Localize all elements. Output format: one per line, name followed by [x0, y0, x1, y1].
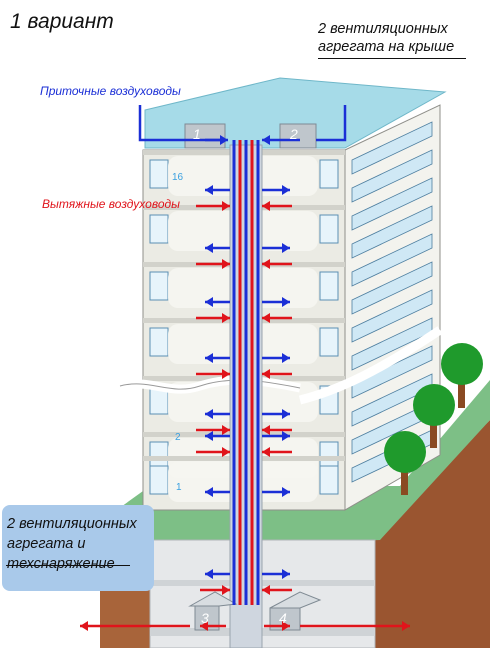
basement-note-underline [6, 565, 130, 566]
supply-outlet-arrow-head [205, 243, 213, 253]
duct-network [80, 105, 410, 631]
diagram-title: 1 вариант [10, 10, 114, 33]
unit-label-1: 1 [193, 126, 201, 142]
supply-outlet-arrow-head [205, 353, 213, 363]
front-window [319, 465, 339, 495]
cut-line-left-edge [119, 379, 301, 390]
unit-exhaust-arrow-head [282, 621, 290, 631]
exhaust-inlet-arrow-head [262, 447, 270, 457]
supply-outlet-arrow-head [205, 487, 213, 497]
supply-outlet-arrow-head [282, 409, 290, 419]
front-window [319, 214, 339, 244]
basement-supply-arrow-head [205, 569, 213, 579]
tree-3 [384, 431, 426, 495]
front-window [149, 214, 169, 244]
basement-units-note-text: 2 вентиляционных агрегата и техснаряжени… [7, 516, 137, 572]
floor-label-2: 2 [175, 432, 181, 443]
roof-note-underline [318, 58, 466, 59]
supply-roof-duct [316, 105, 347, 142]
side-window-band [351, 177, 433, 231]
exhaust-inlet-arrow-head [222, 313, 230, 323]
side-window-band [351, 261, 433, 315]
roof-units-note-text: 2 вентиляционных агрегата на крыше [318, 21, 455, 55]
supply-outlet-arrow-head [205, 185, 213, 195]
roof-unit-1 [184, 123, 226, 149]
front-window [149, 465, 169, 495]
floor-label-1: 1 [176, 482, 182, 493]
basement-unit-3-top [188, 591, 238, 607]
cut-line-right [298, 326, 443, 405]
exhaust-inlet-arrow-head [262, 369, 270, 379]
roof-supply-arrow-head [262, 135, 270, 145]
front-window [149, 271, 169, 301]
supply-outlet-arrow-head [282, 243, 290, 253]
supply-outlet-arrow-head [282, 185, 290, 195]
exhaust-inlet-arrow-head [262, 259, 270, 269]
outdoor-exhaust-arrow-head [80, 621, 88, 631]
exhaust-inlet-arrow-head [262, 313, 270, 323]
front-window [319, 159, 339, 189]
tree-2 [413, 384, 455, 448]
unit-exhaust-arrow-head [200, 621, 208, 631]
exhaust-inlet-arrow-head [262, 201, 270, 211]
outdoor-exhaust-arrow-head [402, 621, 410, 631]
exhaust-inlet-arrow-head [222, 425, 230, 435]
supply-outlet-arrow-head [205, 409, 213, 419]
side-window-band [351, 149, 433, 203]
side-window-band [351, 205, 433, 259]
roof-supply-arrow-head [220, 135, 228, 145]
supply-ducts-label: Приточные воздуховоды [40, 84, 181, 98]
tree-1 [441, 343, 483, 408]
supply-outlet-arrow-head [205, 431, 213, 441]
side-window-band [351, 345, 433, 399]
roof-unit-2 [279, 123, 317, 149]
exhaust-inlet-arrow-head [222, 201, 230, 211]
soil-side [370, 420, 490, 648]
roof-units-note: 2 вентиляционных агрегата на крыше [318, 20, 478, 59]
basement-exhaust-arrow-head [262, 585, 270, 595]
basement-exhaust-arrow-head [222, 585, 230, 595]
floor-label-16: 16 [172, 172, 184, 183]
exhaust-inlet-arrow-head [222, 369, 230, 379]
side-window-band [351, 121, 433, 175]
front-window [149, 159, 169, 189]
side-window-band [351, 289, 433, 343]
unit-label-2: 2 [290, 126, 298, 142]
front-window [319, 327, 339, 357]
exhaust-ducts-label: Вытяжные воздуховоды [42, 197, 180, 211]
supply-roof-duct [138, 105, 225, 142]
basement-unit-4-top [269, 591, 322, 609]
supply-outlet-arrow-head [282, 487, 290, 497]
exhaust-inlet-arrow-head [222, 447, 230, 457]
supply-outlet-arrow-head [282, 297, 290, 307]
front-window [149, 327, 169, 357]
supply-outlet-arrow-head [282, 431, 290, 441]
exhaust-inlet-arrow-head [262, 425, 270, 435]
unit-label-3: 3 [201, 610, 209, 626]
side-window-band [351, 233, 433, 287]
basement-units-note: 2 вентиляционных агрегата и техснаряжени… [2, 505, 154, 591]
exhaust-inlet-arrow-head [222, 259, 230, 269]
basement-supply-arrow-head [282, 569, 290, 579]
supply-outlet-arrow-head [282, 353, 290, 363]
unit-label-4: 4 [279, 610, 287, 626]
front-window [319, 271, 339, 301]
supply-outlet-arrow-head [205, 297, 213, 307]
